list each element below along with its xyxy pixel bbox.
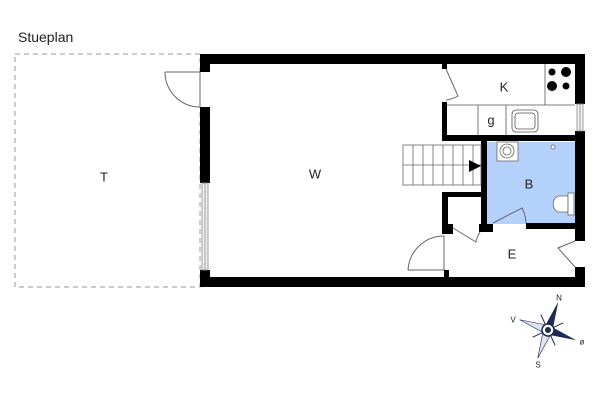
room-label-entrance: E [507,246,517,262]
interior-walls [442,64,585,278]
room-label-living: W [308,166,322,182]
closet-door[interactable] [452,227,481,243]
plan-title: Stueplan [18,29,74,45]
compass-west: V [510,315,516,325]
outer-walls [200,54,585,287]
doors[interactable] [164,68,576,271]
room-label-bathroom: B [524,176,534,192]
room-label-terrace: T [100,169,108,185]
compass-east: ø [579,337,585,347]
room-label-storage: g [487,112,495,128]
compass-north: N [556,293,562,303]
bathroom-door[interactable] [492,207,527,224]
compass-south: S [535,360,541,370]
side-door[interactable] [557,240,576,268]
stove [547,67,571,91]
room-label-kitchen: K [499,79,509,95]
kitchen-counter [447,64,575,135]
windows [201,103,584,271]
kitchen-door[interactable] [445,68,459,101]
compass-rose-icon [519,301,577,359]
bathroom-fixtures [496,141,575,216]
stair-direction-arrow-icon [469,160,481,172]
staircase[interactable] [402,144,482,186]
